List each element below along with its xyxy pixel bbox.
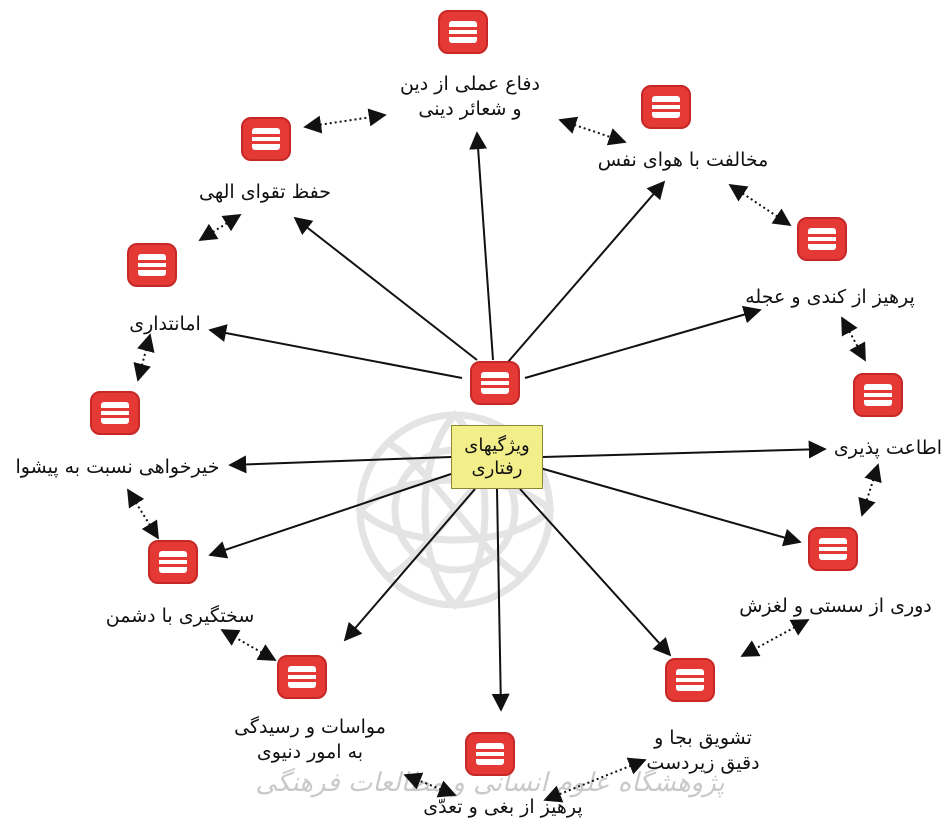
grid-icon[interactable] (277, 655, 327, 699)
spoke-baghy (491, 488, 510, 712)
link-kondi-etaat (841, 316, 866, 362)
grid-icon[interactable] (127, 243, 177, 287)
link-baghy-movasat (403, 772, 457, 798)
node-label-doshman[interactable]: سختگیری با دشمن (105, 605, 255, 627)
link-taghva-defa (303, 108, 387, 134)
node-label-amanat[interactable]: امانتداری (129, 313, 201, 335)
grid-icon[interactable] (641, 85, 691, 129)
node-label-movasat[interactable]: مواسات و رسیدگی به امور دنیوی (234, 716, 386, 763)
spoke-etaat (542, 440, 827, 459)
spoke-taghva (293, 216, 478, 361)
grid-icon[interactable] (241, 117, 291, 161)
link-nafs-kondi (728, 184, 792, 226)
node-label-pishva[interactable]: خیرخواهی نسبت به پیشوا (15, 456, 220, 478)
spoke-sosti (539, 467, 802, 547)
link-sosti-tashvigh (740, 619, 810, 657)
spoke-amanat (208, 324, 463, 379)
link-amanat-taghva (198, 214, 242, 241)
link-pishva-amanat (133, 333, 155, 382)
grid-icon[interactable] (665, 658, 715, 702)
center-label: ویژگیهای رفتاری (464, 435, 530, 479)
grid-icon[interactable] (470, 361, 520, 405)
node-label-sosti[interactable]: دوری از سستی و لغزش (739, 595, 932, 617)
link-defa-nafs (558, 116, 627, 146)
grid-icon[interactable] (853, 373, 903, 417)
link-doshman-pishva (127, 488, 159, 540)
spoke-doshman (208, 473, 452, 559)
center-node[interactable]: ویژگیهای رفتاری (451, 425, 543, 489)
node-label-nafs[interactable]: مخالفت با هوای نفس (597, 149, 769, 171)
spoke-movasat (343, 488, 476, 642)
grid-icon[interactable] (90, 391, 140, 435)
node-label-kondi[interactable]: پرهیز از کندی و عجله (745, 286, 915, 308)
node-label-taghva[interactable]: حفظ تقوای الهی (199, 181, 331, 203)
grid-icon[interactable] (465, 732, 515, 776)
node-label-etaat[interactable]: اطاعت پذیری (833, 437, 943, 459)
node-label-defa[interactable]: دفاع عملی از دین و شعائر دینی (400, 73, 540, 120)
grid-icon[interactable] (797, 217, 847, 261)
spoke-defa (469, 131, 494, 361)
spoke-kondi (524, 305, 762, 379)
node-label-baghy[interactable]: پرهیز از بغی و تعدّی (423, 796, 583, 818)
grid-icon[interactable] (438, 10, 488, 54)
spoke-tashvigh (519, 488, 672, 657)
grid-icon[interactable] (148, 540, 198, 584)
node-label-tashvigh[interactable]: تشویق بجا و دقیق زیردست (646, 727, 760, 774)
spoke-nafs (507, 180, 666, 363)
grid-icon[interactable] (808, 527, 858, 571)
link-etaat-sosti (858, 463, 882, 517)
spoke-pishva (228, 455, 452, 474)
link-movasat-doshman (220, 629, 277, 661)
